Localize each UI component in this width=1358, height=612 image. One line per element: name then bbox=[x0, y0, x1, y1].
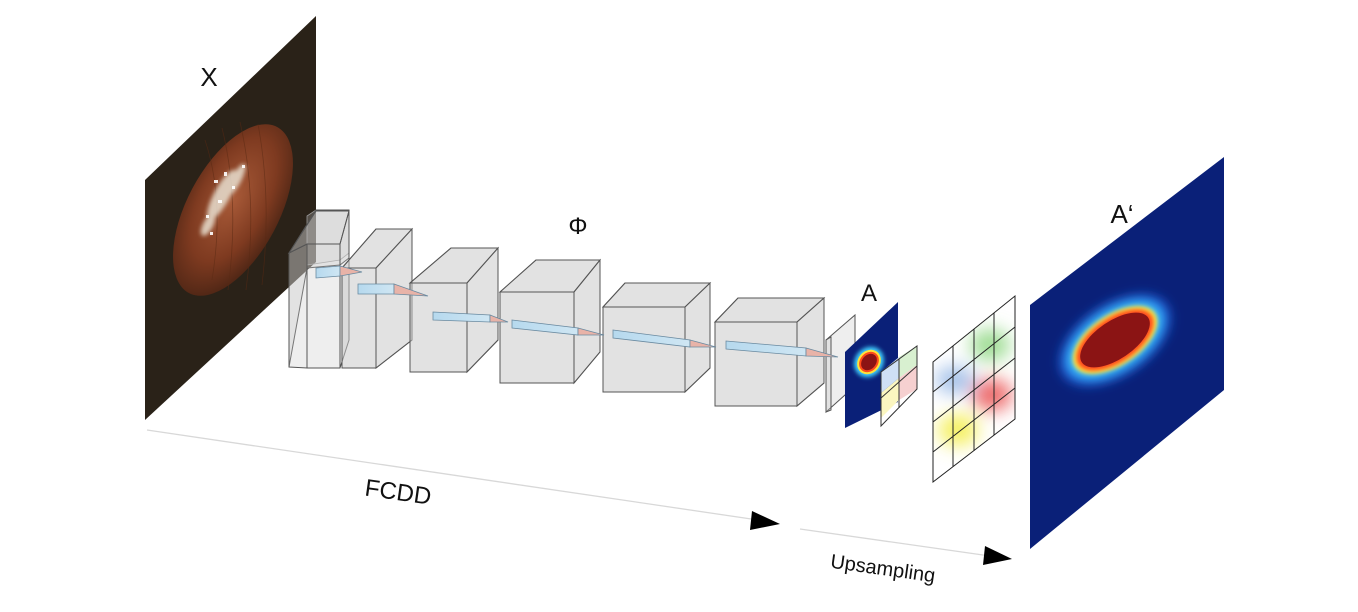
network-label: Φ bbox=[568, 213, 587, 240]
conv-layer-3 bbox=[408, 246, 500, 374]
upsampled-label: A‘ bbox=[1110, 199, 1133, 229]
conv-kernels bbox=[315, 265, 839, 358]
upsampling-arrow bbox=[799, 528, 1012, 565]
fcdd-arrow bbox=[146, 429, 780, 530]
upsampling-arrow-label: Upsampling bbox=[829, 551, 937, 587]
input-image bbox=[145, 16, 316, 420]
upsampled-heatmap bbox=[1030, 157, 1224, 549]
crack-defect bbox=[200, 163, 246, 236]
conv-layer-2 bbox=[340, 227, 414, 370]
fcdd-arrow-label: FCDD bbox=[363, 475, 433, 511]
heatmap-label: A bbox=[861, 280, 877, 307]
upsampling-grid bbox=[932, 294, 1016, 484]
conv-layer-4 bbox=[498, 258, 602, 385]
network-phi bbox=[287, 209, 856, 414]
small-kernel-grid bbox=[880, 345, 918, 428]
input-label: X bbox=[200, 62, 217, 92]
hazelnut-object bbox=[173, 121, 293, 296]
